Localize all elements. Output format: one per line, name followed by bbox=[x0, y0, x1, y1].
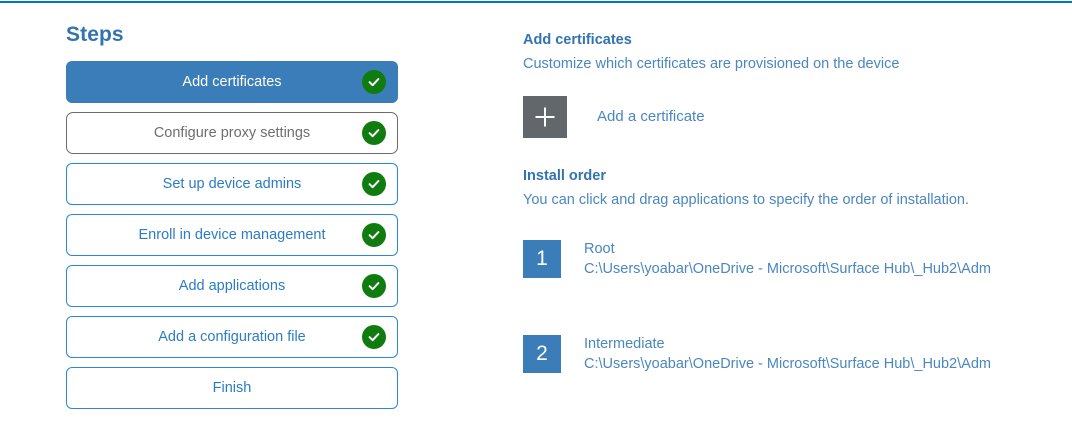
order-item-path: C:\Users\yoabar\OneDrive - Microsoft\Sur… bbox=[584, 355, 991, 372]
step-label: Add a configuration file bbox=[158, 329, 306, 345]
step-label: Add certificates bbox=[182, 74, 282, 90]
step-button-configure-proxy-settings[interactable]: Configure proxy settings bbox=[66, 112, 398, 154]
step-button-add-a-configuration-file[interactable]: Add a configuration file bbox=[66, 316, 398, 358]
step-button-finish[interactable]: Finish bbox=[66, 367, 398, 409]
list-item[interactable]: 1 Root C:\Users\yoabar\OneDrive - Micros… bbox=[523, 240, 1043, 278]
order-number-badge: 1 bbox=[523, 240, 561, 278]
check-circle-icon bbox=[362, 70, 386, 94]
step-label: Add applications bbox=[178, 278, 286, 294]
step-label: Finish bbox=[212, 380, 252, 396]
step-button-add-certificates[interactable]: Add certificates bbox=[66, 61, 398, 103]
top-accent-rule bbox=[0, 1, 1072, 3]
wizard-page: Steps Add certificates Configure proxy s… bbox=[0, 3, 1072, 443]
steps-panel-title: Steps bbox=[66, 23, 124, 46]
step-label: Enroll in device management bbox=[138, 227, 326, 243]
step-button-set-up-device-admins[interactable]: Set up device admins bbox=[66, 163, 398, 205]
plus-icon[interactable] bbox=[523, 96, 567, 138]
install-order-list: 1 Root C:\Users\yoabar\OneDrive - Micros… bbox=[523, 240, 1043, 373]
check-circle-icon bbox=[362, 274, 386, 298]
step-button-enroll-in-device-management[interactable]: Enroll in device management bbox=[66, 214, 398, 256]
check-circle-icon bbox=[362, 172, 386, 196]
detail-panel: Add certificates Customize which certifi… bbox=[523, 31, 1043, 373]
order-item-name: Intermediate bbox=[584, 335, 665, 352]
order-number-badge: 2 bbox=[523, 335, 561, 373]
list-item[interactable]: 2 Intermediate C:\Users\yoabar\OneDrive … bbox=[523, 335, 1043, 373]
order-item-text: Root C:\Users\yoabar\OneDrive - Microsof… bbox=[584, 240, 991, 279]
check-circle-icon bbox=[362, 325, 386, 349]
order-item-text: Intermediate C:\Users\yoabar\OneDrive - … bbox=[584, 335, 991, 374]
step-label: Set up device admins bbox=[162, 176, 302, 192]
steps-panel: Steps Add certificates Configure proxy s… bbox=[66, 23, 398, 409]
detail-heading: Add certificates bbox=[523, 32, 632, 48]
step-button-add-applications[interactable]: Add applications bbox=[66, 265, 398, 307]
order-item-path: C:\Users\yoabar\OneDrive - Microsoft\Sur… bbox=[584, 260, 991, 277]
add-certificate-row: Add a certificate bbox=[523, 96, 1043, 138]
check-circle-icon bbox=[362, 223, 386, 247]
detail-subheading: Customize which certificates are provisi… bbox=[523, 56, 900, 72]
add-certificate-label[interactable]: Add a certificate bbox=[597, 108, 705, 125]
steps-list: Add certificates Configure proxy setting… bbox=[66, 61, 398, 409]
check-circle-icon bbox=[362, 121, 386, 145]
install-order-description: You can click and drag applications to s… bbox=[523, 192, 970, 208]
step-label: Configure proxy settings bbox=[153, 125, 311, 141]
install-order-heading: Install order bbox=[523, 168, 606, 184]
order-item-name: Root bbox=[584, 240, 615, 257]
